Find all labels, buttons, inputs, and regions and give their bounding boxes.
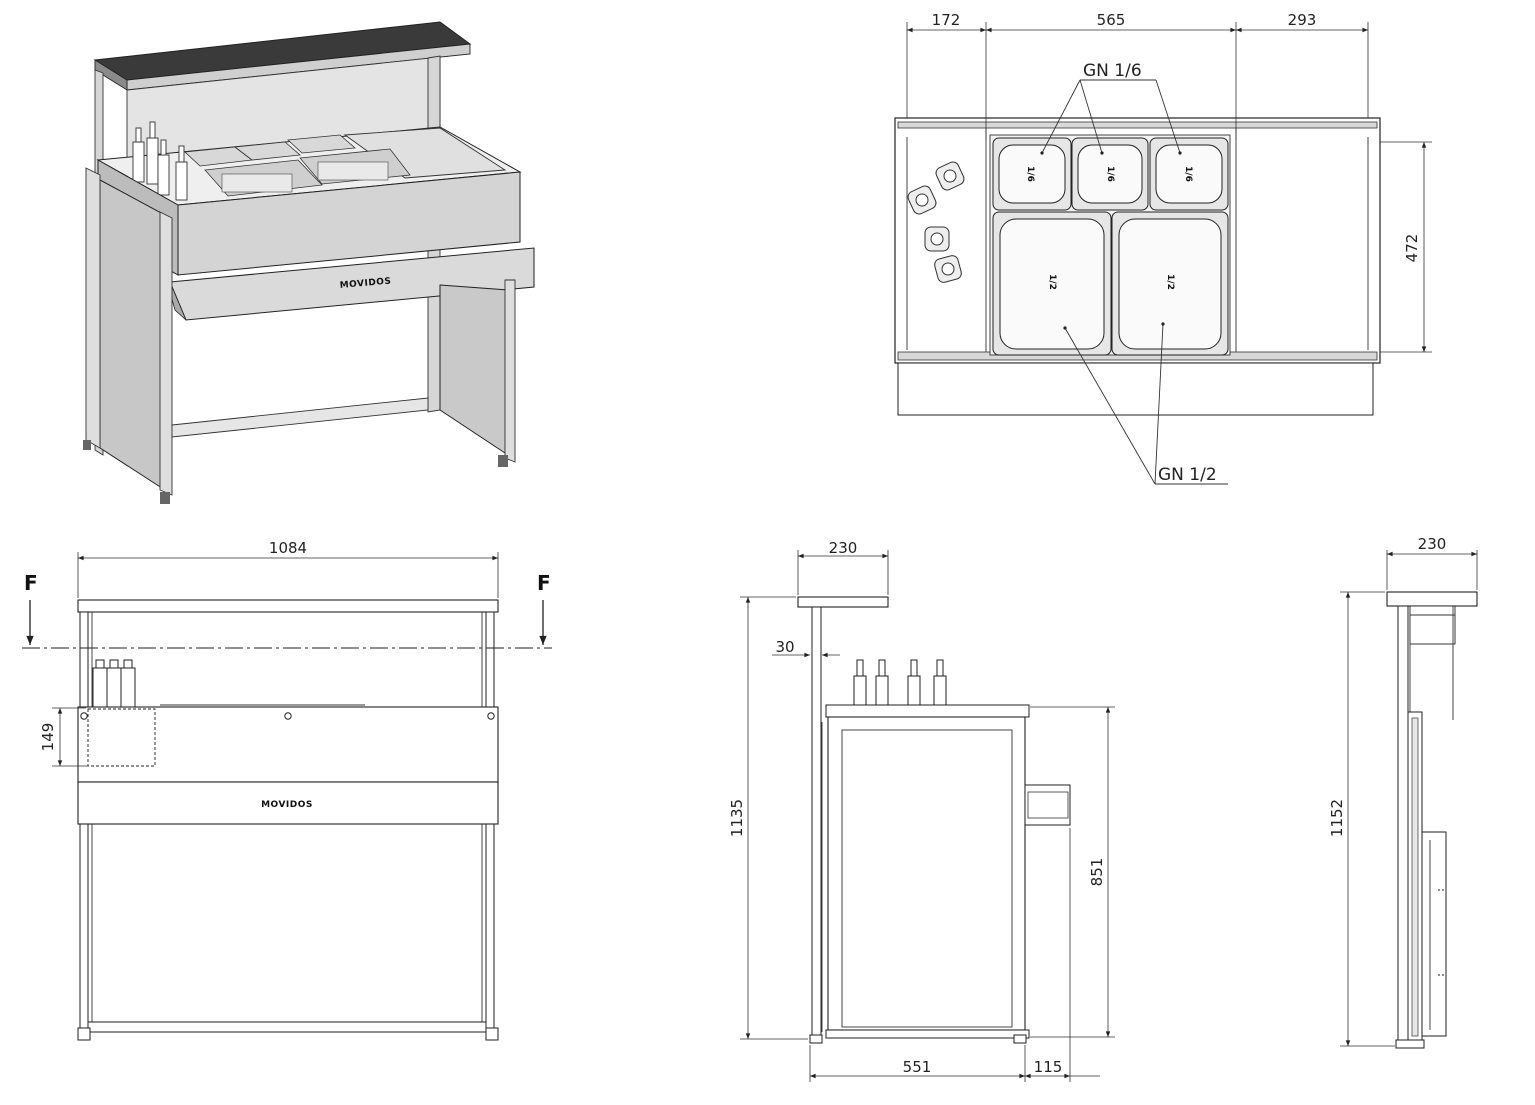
pan-label: 1/6 [1183, 166, 1193, 182]
dim-551: 551 [903, 1058, 932, 1076]
dim-1084: 1084 [269, 539, 307, 557]
top-view: 1/6 1/6 1/6 1/2 1/2 GN 1/6 GN 1/2 [894, 11, 1432, 485]
dim-230-section: 230 [1418, 535, 1447, 553]
dim-30: 30 [775, 638, 794, 656]
dim-172: 172 [932, 11, 961, 29]
side-bottles [853, 659, 947, 707]
iso-gn-pans [184, 134, 411, 197]
pan-label: 1/6 [1025, 166, 1035, 182]
callout-leaders [1040, 79, 1228, 485]
section-mark-left: F [24, 571, 38, 595]
isometric-view: MOVIDOS [83, 21, 535, 504]
pan-label: 1/2 [1165, 274, 1175, 290]
front-bottles [92, 659, 136, 709]
dim-149: 149 [39, 723, 57, 752]
front-view: MOVIDOS F F 1084 149 [22, 539, 552, 1041]
dim-851: 851 [1088, 858, 1106, 887]
callout-gn-1-2: GN 1/2 [1158, 465, 1217, 485]
section-mark-right: F [537, 571, 551, 595]
dim-472: 472 [1403, 234, 1421, 263]
iso-left-side-panel [99, 179, 166, 491]
dim-565: 565 [1097, 11, 1126, 29]
bottle-holders [907, 161, 965, 283]
gn-pans-top: 1/6 1/6 1/6 1/2 1/2 [989, 134, 1231, 356]
pan-label: 1/2 [1047, 274, 1057, 290]
side-view: 230 30 1135 851 551 115 [728, 539, 1115, 1082]
dim-1152: 1152 [1328, 799, 1346, 837]
iso-right-side-panel [439, 284, 509, 456]
front-shelf [77, 781, 499, 825]
top-view-dimensions [906, 22, 1432, 353]
iso-bottles [132, 121, 188, 201]
section-view: 230 1152 [1328, 535, 1478, 1049]
callout-gn-1-6: GN 1/6 [1083, 61, 1142, 81]
front-brand-logo: MOVIDOS [261, 800, 313, 810]
dim-1135: 1135 [728, 799, 746, 837]
dim-230-side: 230 [829, 539, 858, 557]
pan-label: 1/6 [1105, 166, 1115, 182]
bottle-box-hidden [87, 708, 156, 767]
dim-115: 115 [1034, 1058, 1063, 1076]
iso-brand-logo: MOVIDOS [339, 277, 391, 291]
dim-293: 293 [1288, 11, 1317, 29]
